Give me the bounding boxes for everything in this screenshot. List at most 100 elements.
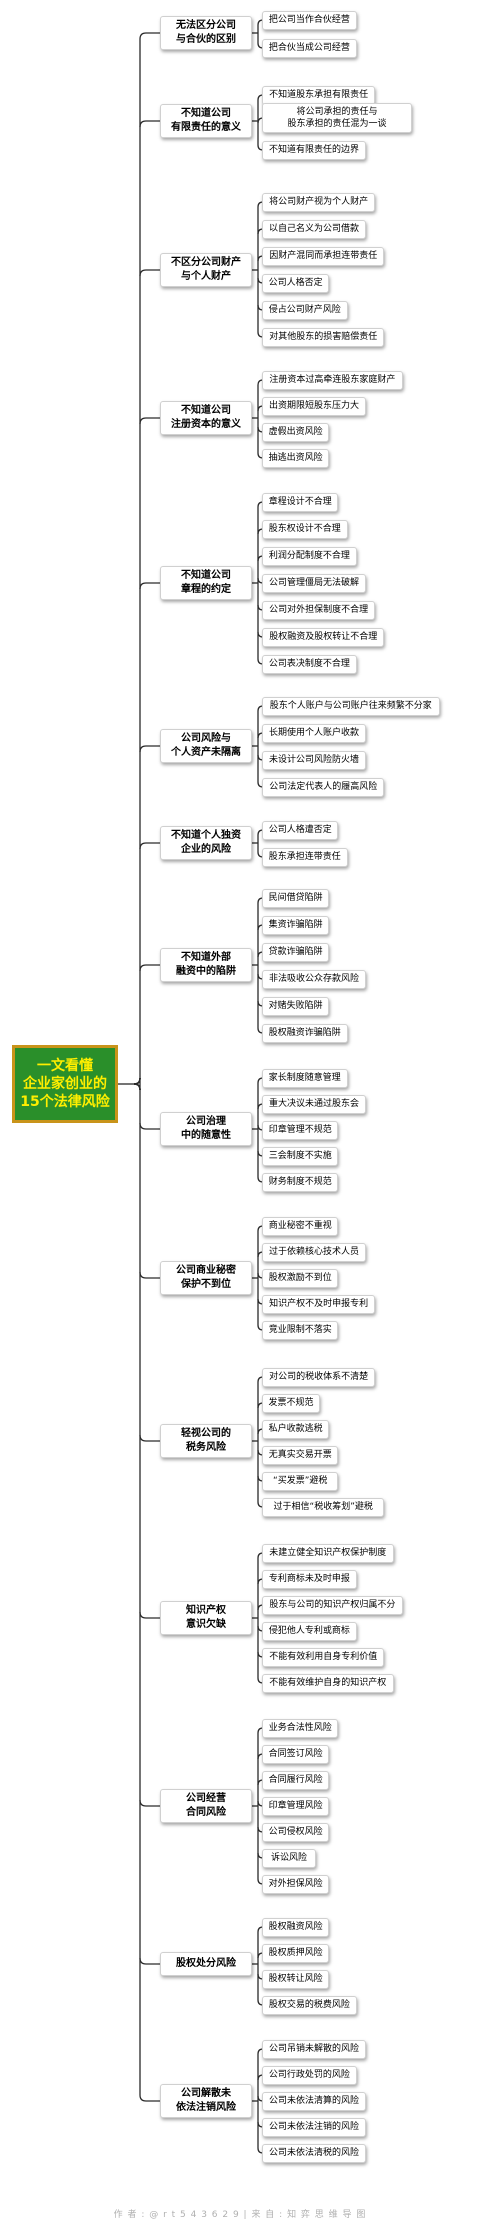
category-node-9[interactable]: 公司治理 中的随意性 <box>160 1112 252 1146</box>
category-node-15[interactable]: 公司解散未 依法注销风险 <box>160 2084 252 2118</box>
leaf-node[interactable]: 三会制度不实施 <box>262 1146 339 1166</box>
leaf-node[interactable]: 侵犯他人专利或商标 <box>262 1621 357 1641</box>
leaf-node[interactable]: 注册资本过高牵连股东家庭财产 <box>262 370 403 390</box>
leaf-node[interactable]: 公司未依法清税的风险 <box>262 2143 366 2163</box>
leaf-node[interactable]: 股权交易的税费风险 <box>262 1995 357 2015</box>
leaf-node[interactable]: 过于依赖核心技术人员 <box>262 1242 366 1262</box>
category-node-14[interactable]: 股权处分风险 <box>160 1952 252 1976</box>
leaf-node[interactable]: 股权转让风险 <box>262 1969 330 1989</box>
leaf-node[interactable]: 利润分配制度不合理 <box>262 546 357 566</box>
leaf-label: 章程设计不合理 <box>268 497 332 507</box>
leaf-node[interactable]: 民间借贷陷阱 <box>262 888 330 908</box>
leaf-node[interactable]: 诉讼风险 <box>262 1848 316 1868</box>
leaf-node[interactable]: 集资诈骗陷阱 <box>262 915 330 935</box>
leaf-node[interactable]: 长期使用个人账户收款 <box>262 723 366 743</box>
leaf-label: 专利商标未及时申报 <box>268 1574 350 1584</box>
leaf-node[interactable]: 对外担保风险 <box>262 1874 330 1894</box>
leaf-label: 合同履行风险 <box>268 1775 323 1785</box>
leaf-node[interactable]: 贷款诈骗陷阱 <box>262 942 330 962</box>
root-title-text: 一文看懂 企业家创业的 15个法律风险 <box>20 1058 110 1110</box>
leaf-node[interactable]: 公司对外担保制度不合理 <box>262 600 376 620</box>
leaf-node[interactable]: 将公司承担的责任与 股东承担的责任混为一谈 <box>262 103 412 133</box>
category-label: 不知道公司 注册资本的意义 <box>171 405 241 430</box>
leaf-node[interactable]: 股东权设计不合理 <box>262 519 348 539</box>
category-node-4[interactable]: 不知道公司 注册资本的意义 <box>160 401 252 435</box>
leaf-node[interactable]: 专利商标未及时申报 <box>262 1569 357 1589</box>
leaf-node[interactable]: 对公司的税收体系不清楚 <box>262 1367 376 1387</box>
leaf-node[interactable]: 业务合法性风险 <box>262 1718 339 1738</box>
leaf-node[interactable]: 合同履行风险 <box>262 1770 330 1790</box>
leaf-label: 公司侵权风险 <box>268 1827 323 1837</box>
leaf-node[interactable]: 公司法定代表人的履高风险 <box>262 777 385 797</box>
leaf-node[interactable]: 公司人格遭否定 <box>262 820 339 840</box>
category-connector-2 <box>139 269 160 277</box>
leaf-node[interactable]: 把合伙当成公司经营 <box>262 38 357 58</box>
leaf-node[interactable]: “买发票”避税 <box>262 1471 339 1491</box>
leaf-node[interactable]: 非法吸收公众存款风险 <box>262 969 366 989</box>
category-node-1[interactable]: 无法区分公司 与合伙的区别 <box>160 16 252 50</box>
leaf-label: 不知道股东承担有限责任 <box>269 90 369 100</box>
leaf-node[interactable]: 家长制度随意管理 <box>262 1068 348 1088</box>
leaf-node[interactable]: 不知道有限责任的边界 <box>262 140 366 160</box>
leaf-node[interactable]: 过于相信“税收筹划”避税 <box>262 1497 385 1517</box>
leaf-node[interactable]: 股东个人账户与公司账户往来频繁不分家 <box>262 696 440 716</box>
leaf-node[interactable]: 对赌失败陷阱 <box>262 996 330 1016</box>
leaf-node[interactable]: 公司未依法注销的风险 <box>262 2117 366 2137</box>
leaf-node[interactable]: 公司表决制度不合理 <box>262 654 357 674</box>
leaf-node[interactable]: 不知道股东承担有限责任 <box>262 85 376 105</box>
leaf-node[interactable]: 未建立健全知识产权保护制度 <box>262 1543 394 1563</box>
leaf-node[interactable]: 出资期限短股东压力大 <box>262 396 366 416</box>
leaf-node[interactable]: 未设计公司风险防火墙 <box>262 750 366 770</box>
leaf-node[interactable]: 不能有效利用自身专利价值 <box>262 1647 385 1667</box>
leaf-node[interactable]: 公司人格否定 <box>262 273 330 293</box>
category-node-8[interactable]: 不知道外部 融资中的陷阱 <box>160 948 252 982</box>
leaf-node[interactable]: 股权融资及股权转让不合理 <box>262 627 385 647</box>
leaf-node[interactable]: 将公司财产视为个人财产 <box>262 192 376 212</box>
leaf-node[interactable]: 抽逃出资风险 <box>262 448 330 468</box>
category-node-2[interactable]: 不知道公司 有限责任的意义 <box>160 104 252 138</box>
category-node-11[interactable]: 轻视公司的 税务风险 <box>160 1424 252 1458</box>
leaf-node[interactable]: 股东承担连带责任 <box>262 847 348 867</box>
leaf-node[interactable]: 公司侵权风险 <box>262 1822 330 1842</box>
leaf-node[interactable]: 股东与公司的知识产权归属不分 <box>262 1595 403 1615</box>
leaf-node[interactable]: 股权融资诈骗陷阱 <box>262 1023 348 1043</box>
leaf-node[interactable]: 公司管理僵局无法破解 <box>262 573 366 593</box>
category-node-7[interactable]: 不知道个人独资 企业的风险 <box>160 826 252 860</box>
category-node-10[interactable]: 公司商业秘密 保护不到位 <box>160 1261 252 1295</box>
category-label: 不知道公司 章程的约定 <box>181 570 231 595</box>
leaf-node[interactable]: 以自己名义为公司借款 <box>262 219 366 239</box>
category-node-12[interactable]: 知识产权 意识欠缺 <box>160 1601 252 1635</box>
leaf-label: 商业秘密不重视 <box>268 1221 332 1231</box>
leaf-node[interactable]: 商业秘密不重视 <box>262 1216 339 1236</box>
leaf-node[interactable]: 章程设计不合理 <box>262 492 339 512</box>
leaf-node[interactable]: 财务制度不规范 <box>262 1172 339 1192</box>
leaf-node[interactable]: 因财产混同而承担连带责任 <box>262 246 385 266</box>
leaf-node[interactable]: 股权质押风险 <box>262 1943 330 1963</box>
leaf-node[interactable]: 不能有效维护自身的知识产权 <box>262 1673 394 1693</box>
leaf-node[interactable]: 公司吊销未解散的风险 <box>262 2039 366 2059</box>
leaf-node[interactable]: 合同签订风险 <box>262 1744 330 1764</box>
leaf-node[interactable]: 股权激励不到位 <box>262 1268 339 1288</box>
leaf-node[interactable]: 竞业限制不落实 <box>262 1320 339 1340</box>
leaf-node[interactable]: 印章管理风险 <box>262 1796 330 1816</box>
leaf-label: 集资诈骗陷阱 <box>268 920 323 930</box>
leaf-node[interactable]: 公司未依法清算的风险 <box>262 2091 366 2111</box>
leaf-node[interactable]: 对其他股东的损害赔偿责任 <box>262 327 385 347</box>
leaf-node[interactable]: 虚假出资风险 <box>262 422 330 442</box>
leaf-node[interactable]: 把公司当作合伙经营 <box>262 10 357 30</box>
leaf-node[interactable]: 知识产权不及时申报专利 <box>262 1294 376 1314</box>
category-node-6[interactable]: 公司风险与 个人资产未隔离 <box>160 729 252 763</box>
category-node-3[interactable]: 不区分公司财产 与个人财产 <box>160 253 252 287</box>
leaf-label: 公司未依法注销的风险 <box>268 2122 359 2132</box>
leaf-node[interactable]: 无真实交易开票 <box>262 1445 339 1465</box>
leaf-node[interactable]: 私户收款逃税 <box>262 1419 330 1439</box>
leaf-node[interactable]: 股权融资风险 <box>262 1917 330 1937</box>
leaf-node[interactable]: 重大决议未通过股东会 <box>262 1094 366 1114</box>
category-node-5[interactable]: 不知道公司 章程的约定 <box>160 566 252 600</box>
category-node-13[interactable]: 公司经营 合同风险 <box>160 1789 252 1823</box>
leaf-node[interactable]: 侵占公司财产风险 <box>262 300 348 320</box>
leaf-node[interactable]: 印章管理不规范 <box>262 1120 339 1140</box>
leaf-node[interactable]: 公司行政处罚的风险 <box>262 2065 357 2085</box>
root-title[interactable]: 一文看懂 企业家创业的 15个法律风险 <box>12 1045 118 1123</box>
leaf-node[interactable]: 发票不规范 <box>262 1393 320 1413</box>
